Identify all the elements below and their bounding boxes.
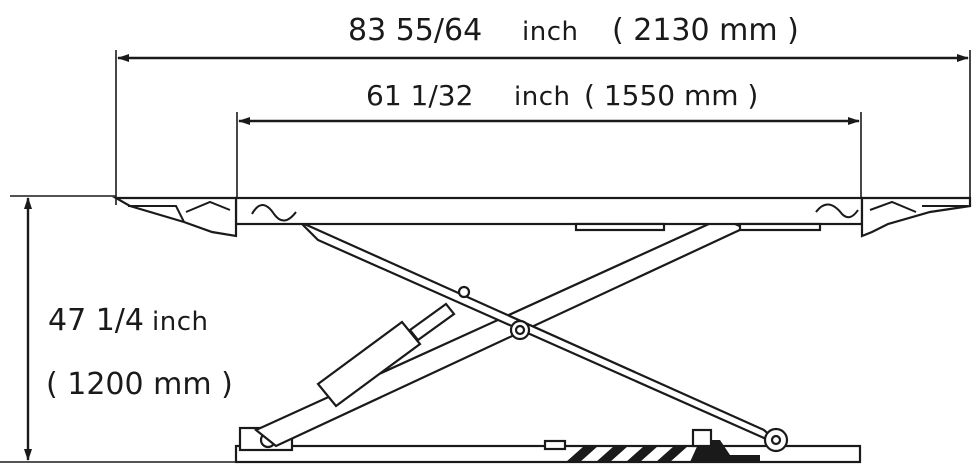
left-extension-ramp <box>111 196 238 238</box>
platform-side-plate <box>738 222 822 232</box>
height-imperial-unit: inch <box>152 307 208 337</box>
overall-width-imperial-unit: inch <box>522 17 578 47</box>
platform-length-imperial-unit: inch <box>514 82 570 112</box>
scissor-arm-falling <box>299 220 783 448</box>
overall-width-metric-value: ( 2130 mm ) <box>612 13 799 48</box>
left-ramp-plate <box>111 196 238 238</box>
scissor-center-pivot-inner <box>514 324 526 336</box>
cylinder-rod <box>408 302 456 342</box>
height-dimension: 47 1/4 inch ( 1200 mm ) <box>0 195 240 463</box>
platform <box>234 196 864 232</box>
right-ramp-hinge <box>869 200 917 213</box>
roller-bracket <box>691 428 713 448</box>
scissor-lift-drawing <box>111 196 972 464</box>
scissor-arms <box>253 216 789 453</box>
hydraulic-cylinder <box>316 302 456 408</box>
left-ramp-hinge <box>185 200 231 213</box>
height-metric-value: ( 1200 mm ) <box>46 367 233 402</box>
cylinder-body <box>316 320 422 408</box>
platform-left-wave-edge <box>251 204 297 222</box>
right-extension-ramp <box>860 196 972 238</box>
roller-wheel-axle <box>770 434 782 446</box>
platform-length-metric-value: ( 1550 mm ) <box>584 79 758 112</box>
scissor-arm-bolt <box>457 285 471 299</box>
overall-width-imperial-value: 83 55/64 <box>348 13 482 48</box>
left-ramp-detail <box>128 205 185 223</box>
platform-length-dimension: 61 1/32 inch ( 1550 mm ) <box>236 79 862 210</box>
safety-lock-hatching <box>566 446 688 462</box>
base-slide-guide <box>543 439 567 451</box>
platform-right-wave-edge <box>815 203 859 219</box>
platform-slide-plate <box>574 222 666 232</box>
platform-deck <box>234 196 864 226</box>
right-ramp-plate <box>860 196 972 238</box>
platform-length-imperial-value: 61 1/32 <box>366 79 473 112</box>
overall-width-dimension: 83 55/64 inch ( 2130 mm ) <box>115 13 971 205</box>
scissor-arm-rising <box>253 216 747 448</box>
height-imperial-value: 47 1/4 <box>48 303 144 338</box>
